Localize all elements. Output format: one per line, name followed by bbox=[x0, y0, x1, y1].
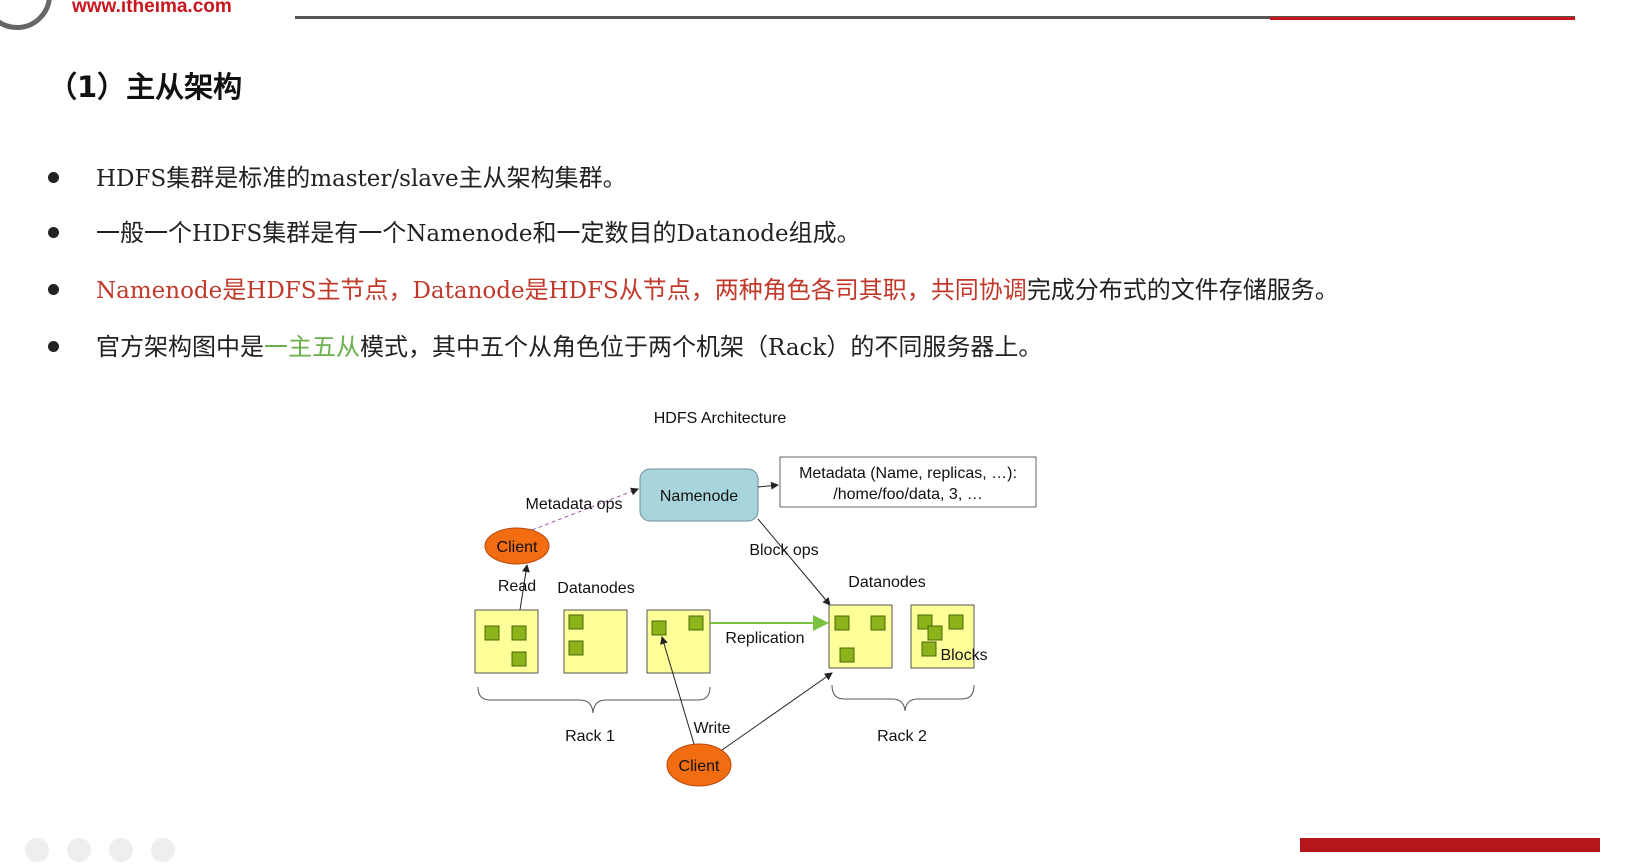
diagram-title: HDFS Architecture bbox=[654, 410, 787, 427]
text-span: 官方架构图中是 bbox=[96, 333, 264, 361]
bullet-dot-icon bbox=[48, 340, 59, 352]
write-arrow-rack1 bbox=[660, 636, 695, 745]
metadata-ops-label: Metadata ops bbox=[526, 496, 623, 513]
metadata-line-2: /home/foo/data, 3, … bbox=[833, 486, 982, 503]
bullet-item-1: HDFS集群是标准的master/slave主从架构集群。 bbox=[48, 158, 627, 193]
block-square bbox=[568, 640, 584, 656]
metadata-ops-arrow bbox=[531, 487, 639, 531]
read-arrow bbox=[519, 564, 530, 611]
text-span: 和一定数目的 bbox=[532, 219, 677, 247]
client-top-label: Client bbox=[497, 539, 538, 556]
text-span: ）的不同服务器上。 bbox=[826, 333, 1043, 361]
text-span: Datanode bbox=[412, 278, 525, 304]
text-span: 组成。 bbox=[788, 219, 861, 247]
rack-1-label: Rack 1 bbox=[565, 728, 615, 745]
section-title: （1）主从架构 bbox=[48, 70, 243, 104]
text-span: Namenode bbox=[406, 221, 533, 247]
block-square bbox=[870, 615, 886, 631]
blocks-label: Blocks bbox=[940, 647, 987, 664]
text-span: HDFS bbox=[96, 166, 167, 192]
header-accent-divider bbox=[1270, 17, 1575, 20]
block-square bbox=[839, 647, 855, 663]
hdfs-architecture-diagram: HDFS Architecture Namenode Metadata (Nam… bbox=[474, 410, 1037, 787]
text-span: Namenode bbox=[96, 278, 223, 304]
metadata-line-1: Metadata (Name, replicas, …): bbox=[799, 465, 1017, 482]
rack-1-brace bbox=[477, 686, 711, 714]
page-dot bbox=[151, 838, 175, 862]
block-ops-arrow bbox=[757, 518, 831, 606]
text-span: 主从架构集群。 bbox=[458, 164, 627, 192]
replication-label: Replication bbox=[725, 630, 804, 647]
block-square bbox=[834, 615, 850, 631]
page-dot bbox=[109, 838, 133, 862]
block-square bbox=[511, 625, 527, 641]
page-dot bbox=[25, 838, 49, 862]
datanode-box bbox=[474, 609, 539, 674]
block-square bbox=[927, 625, 943, 641]
rack-2-label: Rack 2 bbox=[877, 728, 927, 745]
namenode-box bbox=[639, 468, 759, 522]
bullet-dot-icon bbox=[48, 171, 59, 183]
datanode-box bbox=[828, 604, 893, 669]
page-dot bbox=[67, 838, 91, 862]
block-ops-label: Block ops bbox=[749, 542, 818, 559]
metadata-link bbox=[757, 481, 779, 490]
page-indicator bbox=[25, 838, 193, 867]
text-span: HDFS bbox=[192, 221, 263, 247]
block-square bbox=[688, 615, 704, 631]
header-divider bbox=[295, 16, 1575, 19]
block-square bbox=[484, 625, 500, 641]
bullet-dot-icon bbox=[48, 283, 59, 295]
write-label: Write bbox=[693, 720, 730, 737]
client-bottom-label: Client bbox=[679, 758, 720, 775]
text-span: 是 bbox=[222, 276, 247, 304]
text-span: 一主五从 bbox=[264, 333, 360, 361]
text-span: Rack bbox=[768, 335, 827, 361]
datanodes-left-label: Datanodes bbox=[557, 580, 634, 597]
logo-url: www.itheima.com bbox=[72, 0, 232, 17]
text-span: 模式，其中五个从角色位于两个机架（ bbox=[360, 333, 768, 361]
text-span: 是 bbox=[524, 276, 549, 304]
text-span: HDFS bbox=[246, 278, 317, 304]
bullet-item-4: 官方架构图中是一主五从模式，其中五个从角色位于两个机架（Rack）的不同服务器上… bbox=[48, 327, 1042, 362]
text-span: HDFS bbox=[548, 278, 619, 304]
block-square bbox=[948, 614, 964, 630]
footer-accent-bar bbox=[1300, 838, 1600, 852]
text-span: 完成分布式的文件存储服务。 bbox=[1026, 276, 1339, 304]
text-span: 从节点，两种角色各司其职，共同协调 bbox=[618, 276, 1027, 304]
block-square bbox=[921, 641, 937, 657]
text-span: master/slave bbox=[310, 166, 459, 192]
block-square bbox=[651, 620, 667, 636]
block-square bbox=[568, 614, 584, 630]
text-span: 集群是有一个 bbox=[262, 219, 407, 247]
write-arrow-rack2 bbox=[721, 672, 833, 751]
metadata-box bbox=[779, 456, 1037, 508]
bullet-dot-icon bbox=[48, 226, 59, 238]
text-span: Datanode bbox=[676, 221, 789, 247]
rack-2-brace bbox=[831, 684, 975, 712]
logo-icon bbox=[0, 0, 52, 30]
text-span: 一般一个 bbox=[96, 219, 192, 247]
namenode-label: Namenode bbox=[660, 488, 738, 505]
client-top-node bbox=[484, 527, 550, 565]
bullet-item-2: 一般一个HDFS集群是有一个Namenode和一定数目的Datanode组成。 bbox=[48, 213, 861, 248]
text-span: 主节点， bbox=[316, 276, 413, 304]
read-label: Read bbox=[498, 578, 536, 595]
text-span: 集群是标准的 bbox=[166, 164, 311, 192]
slide-header: www.itheima.com bbox=[0, 0, 1647, 30]
bullet-item-3: Namenode是HDFS主节点，Datanode是HDFS从节点，两种角色各司… bbox=[48, 270, 1339, 305]
datanodes-right-label: Datanodes bbox=[848, 574, 925, 591]
client-bottom-node bbox=[666, 743, 732, 787]
block-square bbox=[511, 651, 527, 667]
